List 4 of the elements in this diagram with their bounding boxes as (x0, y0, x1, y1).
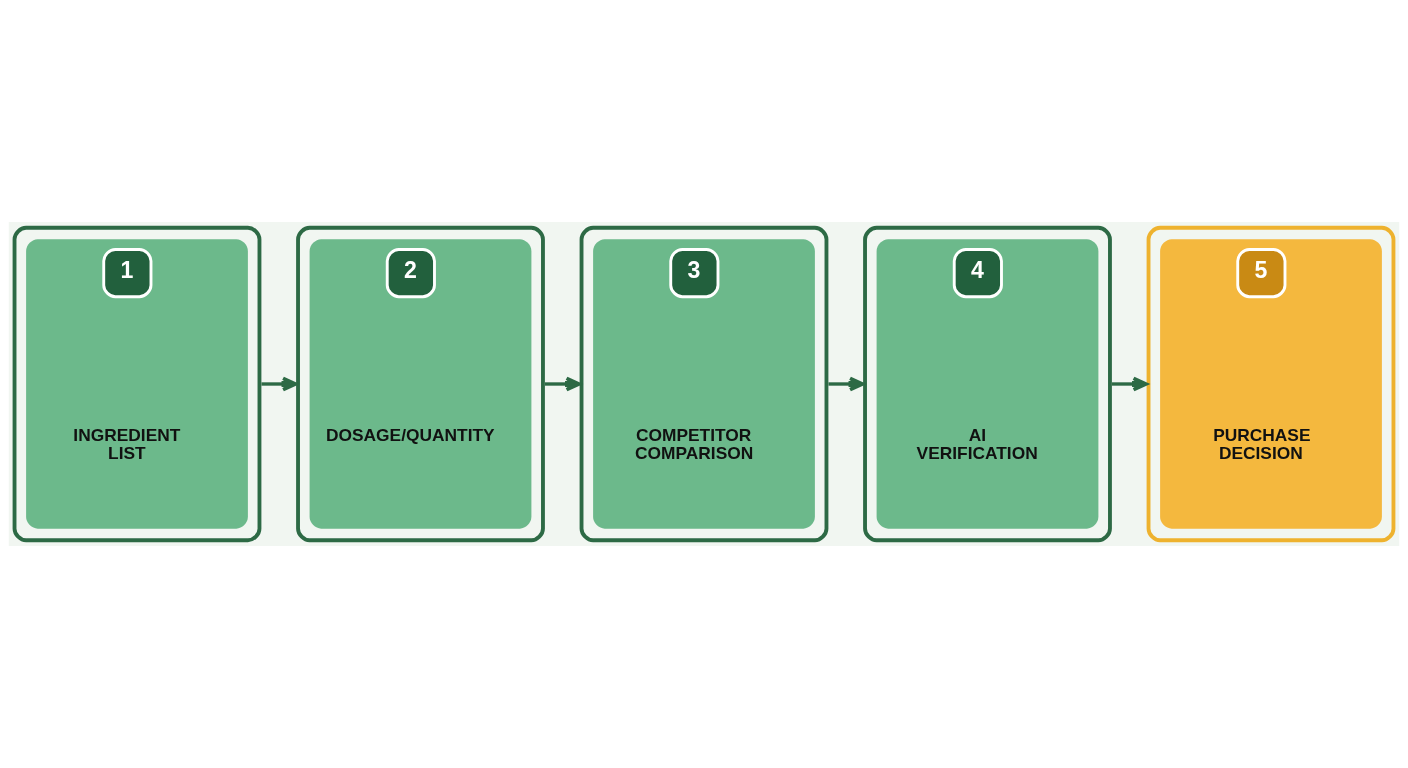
arrow (828, 376, 865, 392)
arrow (1111, 376, 1148, 392)
arrow (544, 376, 581, 392)
arrow (261, 376, 298, 392)
